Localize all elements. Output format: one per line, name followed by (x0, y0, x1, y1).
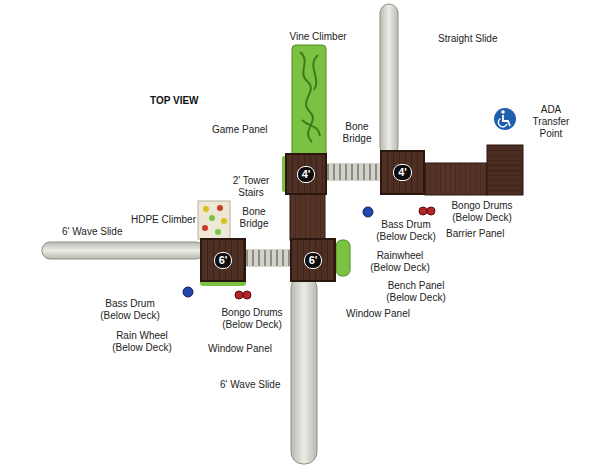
deck-height: 6' (214, 252, 233, 269)
part-label: Game Panel (212, 124, 282, 136)
part-label: Straight Slide (438, 33, 528, 45)
part-label: Bass Drum (Below Deck) (370, 219, 442, 243)
part-label: Rain Wheel (Below Deck) (106, 330, 178, 354)
deck-platform: 6' (200, 238, 246, 282)
bass-drum (183, 287, 193, 297)
straight-slide (380, 4, 398, 156)
deck-height: 6' (304, 252, 323, 269)
part-label: 2' Tower Stairs (222, 175, 280, 199)
part-label: Bongo Drums (Below Deck) (444, 200, 520, 224)
hdpe-climber (198, 201, 230, 239)
part-label: HDPE Climber (110, 214, 196, 226)
window-panel (336, 240, 350, 276)
part-label: ADA Transfer Point (522, 104, 580, 140)
walkway-deck (290, 193, 325, 240)
part-label: Rainwheel (Below Deck) (362, 250, 438, 274)
bone-bridge-group (246, 258, 290, 259)
part-label: Bass Drum (Below Deck) (94, 298, 166, 322)
bone-bridge-group (327, 172, 380, 173)
ada-icon (494, 108, 516, 130)
bongo-drums (235, 291, 251, 299)
wave-slide (291, 276, 317, 464)
deck-platform: 4' (380, 150, 425, 195)
part-label: Bone Bridge (336, 121, 378, 145)
bridge-slats (327, 164, 380, 180)
part-label: Bone Bridge (233, 206, 275, 230)
bone-bridge (246, 249, 290, 267)
transfer-platform (487, 145, 523, 195)
bridge-slats (246, 250, 290, 266)
part-label: Window Panel (208, 343, 284, 355)
part-label: Bench Panel (Below Deck) (378, 280, 454, 304)
part-label: Barrier Panel (446, 228, 526, 240)
part-label: 6' Wave Slide (62, 226, 152, 238)
deck-height: 4' (297, 166, 316, 183)
bone-bridge (327, 163, 380, 181)
deck-height: 4' (393, 164, 412, 181)
bass-drum (363, 207, 373, 217)
barrier-panel (425, 163, 487, 195)
vine-climber (292, 45, 326, 157)
deck-platform: 4' (285, 153, 327, 195)
deck-platform: 6' (290, 238, 336, 282)
view-title: TOP VIEW (150, 95, 220, 107)
part-label: 6' Wave Slide (220, 379, 290, 391)
bongo-drums (419, 207, 435, 215)
part-label: Bongo Drums (Below Deck) (216, 307, 288, 331)
part-label: Window Panel (346, 308, 426, 320)
part-label: Vine Climber (276, 31, 360, 43)
wave-slide (42, 242, 204, 259)
